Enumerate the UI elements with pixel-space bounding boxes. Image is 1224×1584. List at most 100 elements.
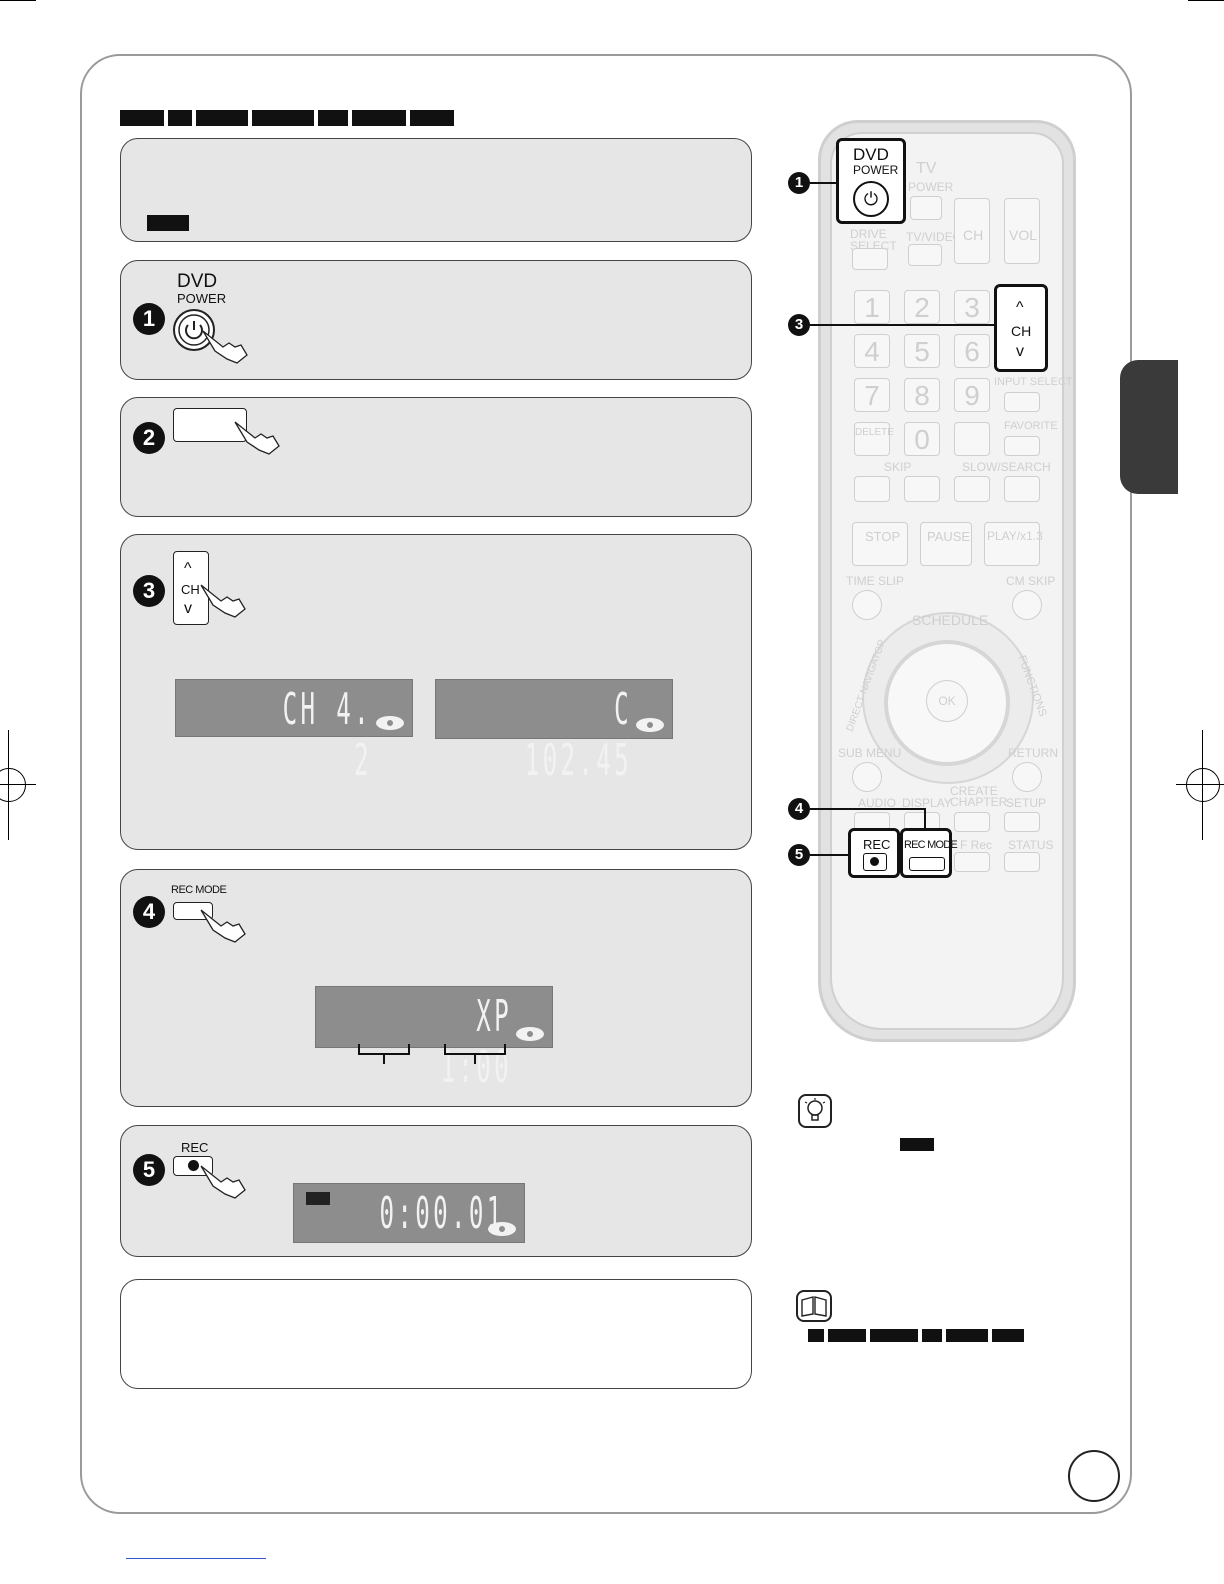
page-number-circle: [1068, 1450, 1120, 1502]
remote-ch-label: CH: [1011, 323, 1032, 339]
remote-f-rec-button[interactable]: [954, 852, 990, 872]
step-number: 1: [133, 303, 165, 335]
remote-audio-label: AUDIO: [858, 796, 897, 810]
lcd-display-channel: CH 4. 2: [175, 679, 413, 786]
rec-mode-key[interactable]: [173, 902, 213, 920]
drive-select-key[interactable]: [173, 408, 247, 442]
remote-status-label: STATUS: [1008, 838, 1054, 852]
record-dot: [870, 857, 879, 866]
remote-stop-button[interactable]: STOP: [852, 522, 908, 566]
record-dot-icon: [863, 853, 887, 871]
remote-rec-mode-highlight[interactable]: REC MODE: [900, 828, 958, 878]
remote-tv-ch-label: CH: [963, 227, 984, 243]
tip-badge: [900, 1138, 934, 1151]
remote-setup-button[interactable]: [1004, 812, 1040, 832]
step-number: 3: [133, 575, 165, 607]
remote-key-5[interactable]: 5: [904, 334, 940, 368]
remote-dash-button[interactable]: [954, 422, 990, 456]
remote-status-button[interactable]: [1004, 852, 1040, 872]
remote-key-8[interactable]: 8: [904, 378, 940, 412]
remote-tv-power-button[interactable]: [910, 196, 942, 220]
heading-bar: [196, 110, 248, 126]
rec-key-label: REC: [181, 1140, 209, 1155]
step-5-box: 5 REC 0:00.01: [120, 1125, 752, 1257]
remote-key-1[interactable]: 1: [854, 290, 890, 324]
remote-skip-back-button[interactable]: [854, 476, 890, 502]
remote-slow-search-label: SLOW/SEARCH: [962, 460, 1051, 474]
remote-cm-skip-label: CM SKIP: [1006, 574, 1056, 588]
lcd-display-recording: 0:00.01: [293, 1183, 525, 1243]
remote-tv-video-label: TV/VIDEO: [906, 230, 963, 244]
remote-display-label: DISPLAY: [902, 796, 952, 810]
remote-tv-ch-button[interactable]: CH: [954, 198, 990, 264]
remote-f-rec-label: F Rec: [960, 838, 993, 852]
callout-3: 3: [788, 314, 810, 336]
disc-icon: [488, 1222, 516, 1236]
power-button[interactable]: [173, 309, 215, 351]
remote-sub-menu-label: SUB MENU: [838, 746, 902, 760]
remote-key-2[interactable]: 2: [904, 290, 940, 324]
remote-key-3[interactable]: 3: [954, 290, 990, 324]
remote-tv-video-button[interactable]: [908, 244, 942, 266]
heading-bar: [410, 110, 454, 126]
remote-return-label: RETURN: [1008, 746, 1058, 760]
remote-return-button[interactable]: [1012, 762, 1042, 792]
remote-input-select-label: INPUT SELECT: [994, 376, 1073, 388]
remote-time-slip-button[interactable]: [852, 590, 882, 620]
remote-pause-label: PAUSE: [927, 529, 971, 544]
remote-pause-button[interactable]: PAUSE: [920, 522, 972, 566]
remote-tv-power-label: POWER: [908, 180, 954, 194]
step-4-box: 4 REC MODE XP 1:00: [120, 869, 752, 1107]
remote-fast-forward-button[interactable]: [1004, 476, 1040, 502]
remote-rec-highlight[interactable]: REC: [848, 828, 900, 878]
step-number: 5: [133, 1154, 165, 1186]
step-3-box: 3 ^ CH v CH 4. 2 C 102.45: [120, 534, 752, 850]
lcd-display-cable: C 102.45: [435, 679, 673, 786]
remote-key-6[interactable]: 6: [954, 334, 990, 368]
remote-input-select-button[interactable]: [1004, 392, 1040, 412]
tip-icon: [798, 1094, 832, 1128]
remote-time-slip-label: TIME SLIP: [846, 574, 905, 588]
lcd-text: C 102.45: [524, 684, 632, 786]
rec-mode-key-label: REC MODE: [171, 884, 227, 896]
remote-ok-button[interactable]: OK: [926, 680, 968, 722]
key-label-power: POWER: [177, 291, 227, 306]
remote-delete-button[interactable]: DELETE: [854, 422, 894, 456]
remote-create-chapter-button[interactable]: [954, 812, 990, 832]
step-number: 4: [133, 896, 165, 928]
remote-key-0[interactable]: 0: [904, 422, 940, 456]
remote-favorite-button[interactable]: [1004, 436, 1040, 456]
ch-down-icon: v: [1016, 343, 1024, 360]
remote-ch-highlight[interactable]: ^ CH v: [994, 284, 1048, 372]
heading-bar: [120, 110, 164, 126]
callout-4: 4: [788, 798, 810, 820]
book-icon: [801, 1296, 827, 1317]
remote-rewind-button[interactable]: [954, 476, 990, 502]
rec-key[interactable]: [173, 1156, 213, 1176]
remote-skip-forward-button[interactable]: [904, 476, 940, 502]
key-label-dvd: DVD: [177, 271, 218, 292]
lcd-text: CH 4. 2: [282, 684, 372, 786]
hand-pointer-icon: [234, 421, 280, 455]
section-tab: [1120, 360, 1178, 494]
registration-mark: [0, 768, 26, 802]
step-2-box: 2: [120, 397, 752, 517]
remote-cm-skip-button[interactable]: [1012, 590, 1042, 620]
callout-1: 1: [788, 172, 810, 194]
remote-favorite-label: FAVORITE: [1004, 420, 1058, 432]
heading-bar: [352, 110, 406, 126]
remote-sub-menu-button[interactable]: [852, 762, 882, 792]
crop-mark: [0, 0, 36, 1]
reference-bar: [870, 1329, 918, 1342]
remote-key-4[interactable]: 4: [854, 334, 890, 368]
rec-mode-key-shape: [909, 857, 945, 871]
remote-drive-select-button[interactable]: [852, 248, 888, 270]
ch-up-icon: ^: [184, 560, 192, 577]
footer-link-line: [126, 1558, 266, 1559]
remote-dvd-power-highlight[interactable]: DVD POWER ⏻: [836, 138, 906, 224]
remote-play-button[interactable]: PLAY/x1.3: [984, 522, 1043, 566]
remote-delete-label: DELETE: [855, 427, 894, 438]
remote-key-7[interactable]: 7: [854, 378, 890, 412]
remote-vol-button[interactable]: VOL: [1004, 198, 1040, 264]
remote-key-9[interactable]: 9: [954, 378, 990, 412]
